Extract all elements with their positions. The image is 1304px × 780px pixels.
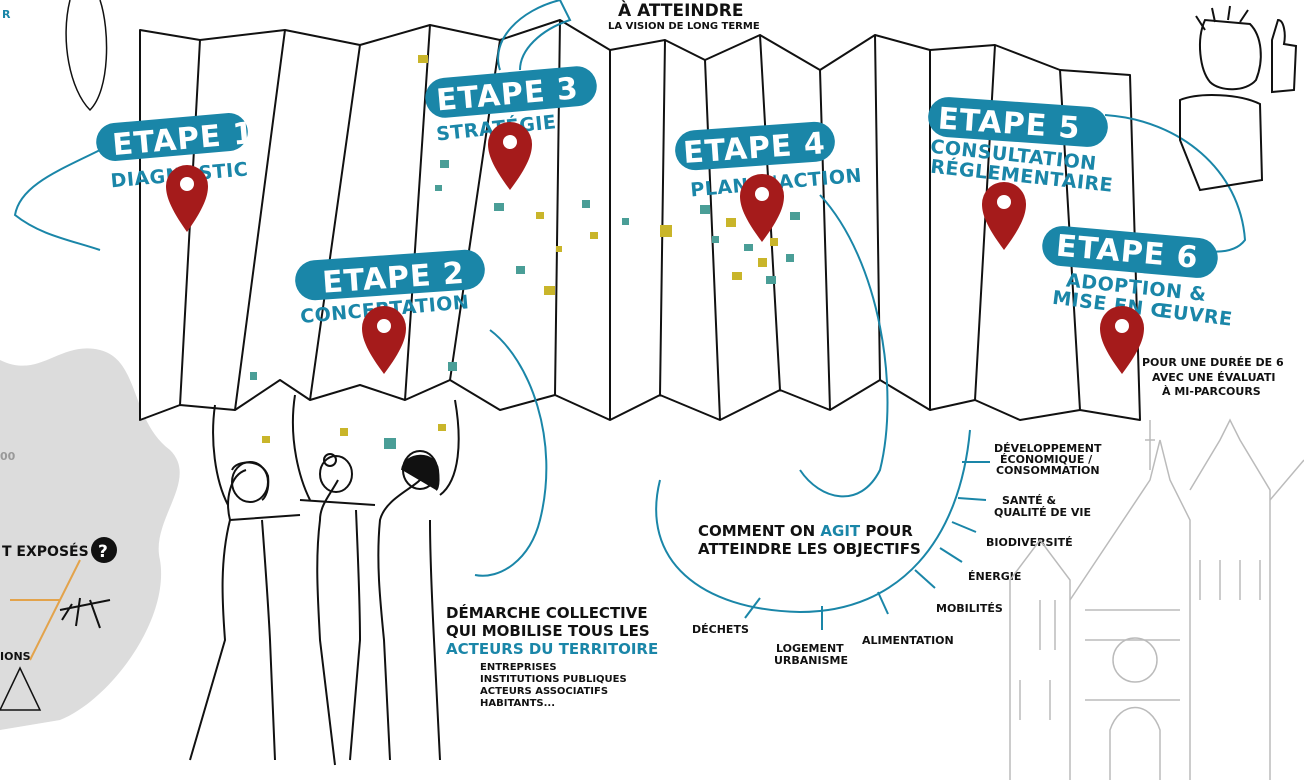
map-pin-dot <box>377 319 391 333</box>
question-icon <box>91 537 117 563</box>
step-3-badge <box>425 66 597 118</box>
bullet-4: HABITANTS... <box>480 698 555 709</box>
left-fragment-r: R <box>2 8 11 21</box>
map-pin-dot <box>755 187 769 201</box>
sector-dechets: DÉCHETS <box>692 623 749 636</box>
left-arch <box>65 0 108 112</box>
map-pin-icon <box>740 174 784 242</box>
question-mark: ? <box>98 542 108 562</box>
sector-eco-1: DÉVELOPPEMENT <box>994 442 1102 455</box>
sector-mobilites: MOBILITÉS <box>936 602 1003 615</box>
step-5-badge <box>928 97 1108 147</box>
cathedral-illustration <box>1009 418 1304 780</box>
step-4-badge <box>675 121 835 171</box>
sector-energie: ÉNERGIE <box>968 570 1021 583</box>
left-fragment-oo: 00 <box>0 450 16 463</box>
map-pin-dot <box>997 195 1011 209</box>
step-1-badge <box>96 113 248 161</box>
mosquito-icon <box>59 597 111 629</box>
map-pin-dot <box>180 177 194 191</box>
sector-biodiversite: BIODIVERSITÉ <box>986 536 1073 549</box>
bullet-2: INSTITUTIONS PUBLIQUES <box>480 674 627 685</box>
top-subheading: LA VISION DE LONG TERME <box>608 21 760 32</box>
left-map-shape <box>0 348 180 730</box>
thumbs-up-man-illustration <box>1179 5 1298 192</box>
sector-alimentation: ALIMENTATION <box>862 634 954 647</box>
step-6: ETAPE 6 ADOPTION & MISE EN ŒUVRE <box>1042 226 1234 374</box>
collective-line-3: ACTEURS DU TERRITOIRE <box>446 640 658 658</box>
step-4: ETAPE 4 PLAN D'ACTION <box>675 121 863 242</box>
map-pin-icon <box>982 182 1026 250</box>
confetti <box>250 55 800 449</box>
top-heading: À ATTEINDRE <box>618 0 743 21</box>
step-3: ETAPE 3 STRATÉGIE <box>425 66 597 190</box>
bullet-3: ACTEURS ASSOCIATIFS <box>480 686 608 697</box>
map-pin-icon <box>1100 306 1144 374</box>
map-pin-dot <box>1115 319 1129 333</box>
left-fragment-exposed: T EXPOSÉS <box>2 543 89 560</box>
step-6-badge <box>1042 226 1218 278</box>
sector-sante-2: QUALITÉ DE VIE <box>994 506 1091 519</box>
step-1: ETAPE 1 DIAGNOSTIC <box>96 113 256 232</box>
duration-note-1: POUR UNE DURÉE DE 6 <box>1142 356 1284 369</box>
collective-line-2: QUI MOBILISE TOUS LES <box>446 622 650 640</box>
map-pin-icon <box>488 122 532 190</box>
three-people-illustration <box>189 394 460 766</box>
sector-eco-2: ÉCONOMIQUE / <box>1000 453 1093 466</box>
step-2-badge <box>295 249 485 301</box>
sector-urbanisme: URBANISME <box>774 654 848 667</box>
action-line-2: ATTEINDRE LES OBJECTIFS <box>698 540 921 558</box>
map-pin-icon <box>362 306 406 374</box>
sector-sante-1: SANTÉ & <box>1002 494 1056 507</box>
duration-note-3: À MI-PARCOURS <box>1162 385 1261 398</box>
left-orange-line <box>10 559 81 661</box>
sector-eco-3: CONSOMMATION <box>996 464 1100 477</box>
action-line-1: COMMENT ON AGIT POUR <box>698 522 913 540</box>
house-icon <box>0 666 42 711</box>
sector-ticks <box>744 461 990 630</box>
map-pin-icon <box>166 165 208 232</box>
bullet-1: ENTREPRISES <box>480 662 557 673</box>
sector-logement: LOGEMENT <box>776 642 844 655</box>
collective-line-1: DÉMARCHE COLLECTIVE <box>446 603 648 622</box>
map-pin-dot <box>503 135 517 149</box>
duration-note-2: AVEC UNE ÉVALUATI <box>1152 371 1275 384</box>
left-fragment-ions: IONS <box>0 650 31 663</box>
